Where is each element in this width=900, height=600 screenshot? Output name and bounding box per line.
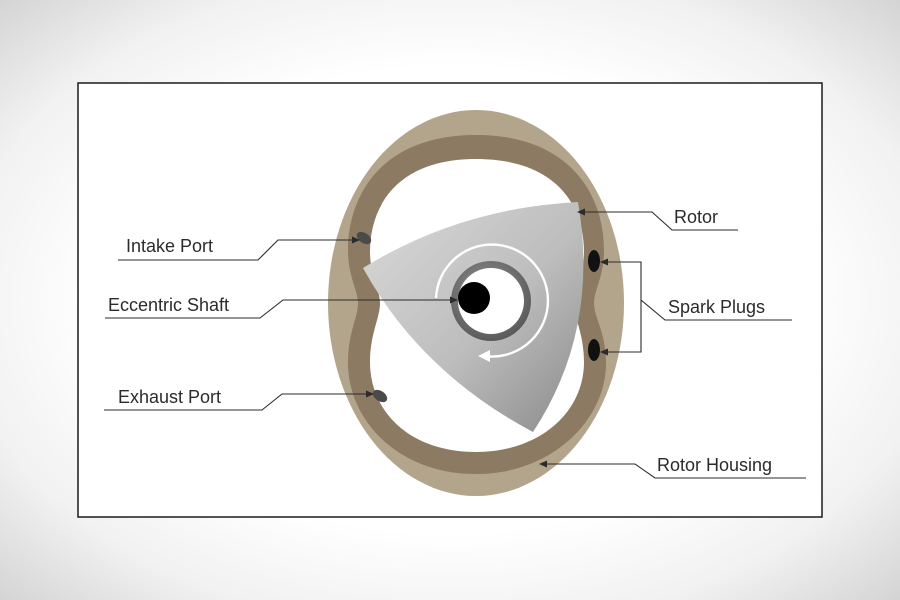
arrowhead-exhaust-port — [366, 390, 374, 398]
label-rotor: Rotor — [674, 207, 718, 227]
leader-spark-plugs-lower — [602, 300, 642, 353]
label-eccentric-shaft: Eccentric Shaft — [108, 295, 229, 315]
leader-eccentric-shaft — [105, 299, 456, 319]
arrowhead-spark-plug-lower — [600, 348, 608, 356]
rotation-arrowhead — [478, 350, 490, 362]
leader-arrowheads — [352, 208, 608, 468]
arrowhead-rotor — [577, 208, 585, 216]
arrowhead-eccentric-shaft — [450, 296, 458, 304]
eccentric-shaft — [458, 282, 490, 314]
leader-rotor — [580, 211, 738, 231]
label-exhaust-port: Exhaust Port — [118, 387, 221, 407]
arrowhead-rotor-housing — [539, 460, 547, 468]
exhaust-port — [372, 389, 388, 403]
arrowhead-spark-plug-upper — [600, 258, 608, 266]
leader-exhaust-port — [104, 393, 372, 411]
label-intake-port: Intake Port — [126, 236, 213, 256]
rotation-arrow — [434, 243, 550, 358]
label-rotor-housing: Rotor Housing — [657, 455, 772, 475]
intake-port — [356, 231, 372, 245]
leader-rotor-housing — [542, 463, 806, 479]
label-spark-plugs: Spark Plugs — [668, 297, 765, 317]
spark-plug-upper — [588, 250, 600, 272]
leader-lines — [104, 211, 806, 479]
leader-intake-port — [118, 239, 358, 261]
arrowhead-intake-port — [352, 236, 360, 244]
spark-plug-lower — [588, 339, 600, 361]
